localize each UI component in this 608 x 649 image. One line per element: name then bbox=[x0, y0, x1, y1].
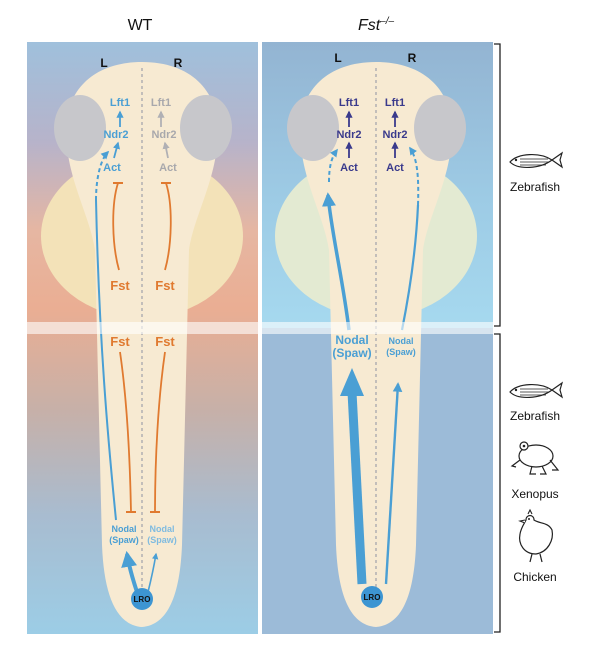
wt-left-act: Act bbox=[103, 162, 121, 174]
fst-lro bbox=[361, 586, 383, 608]
wt-left-eye bbox=[54, 95, 106, 161]
wt-right-ndr2: Ndr2 bbox=[151, 129, 176, 141]
fst-nodal-right-label: Nodal(Spaw) bbox=[386, 336, 416, 357]
fst-left-label: L bbox=[334, 51, 341, 65]
fst-left-eye bbox=[287, 95, 339, 161]
wt-left-lft1: Lft1 bbox=[110, 97, 130, 109]
wt-right-label: R bbox=[174, 56, 183, 70]
fst-right-dashed-arrow bbox=[409, 146, 420, 206]
fst-lro-label: LRO bbox=[364, 593, 381, 602]
chicken-icon bbox=[518, 508, 553, 563]
wt-right-eye bbox=[180, 95, 232, 161]
fst-right-lft1: Lft1 bbox=[385, 97, 405, 109]
species-upper-zebrafish: Zebrafish bbox=[510, 180, 560, 194]
fst-right-label: R bbox=[408, 51, 417, 65]
lower-bracket bbox=[494, 333, 501, 633]
fst-right-ndr2: Ndr2 bbox=[382, 129, 407, 141]
species-lower-zebrafish: Zebrafish bbox=[510, 409, 560, 423]
species-lower-xenopus: Xenopus bbox=[511, 487, 558, 501]
wt-lro-label: LRO bbox=[134, 595, 151, 604]
zebrafish-icon bbox=[509, 151, 564, 169]
wt-right-lft1: Lft1 bbox=[151, 97, 171, 109]
wt-fst-lower-left-inhibition bbox=[119, 351, 132, 513]
wt-fst-lower-right-inhibition bbox=[154, 351, 166, 513]
fst-left-act: Act bbox=[340, 162, 358, 174]
wt-left-nodal-long-arrow bbox=[95, 199, 117, 521]
wt-fst-upper-left-label: Fst bbox=[110, 278, 130, 293]
fst-left-dashed-arrow bbox=[328, 148, 338, 183]
wt-fst-lower-left-label: Fst bbox=[110, 334, 130, 349]
fst-right-act: Act bbox=[386, 162, 404, 174]
fst-lro-to-left-nodal-arrow bbox=[347, 391, 367, 585]
wt-lro-to-left-nodal-arrow bbox=[121, 550, 139, 593]
fst-lro-to-right-nodal-arrow bbox=[384, 382, 403, 585]
species-lower-chicken: Chicken bbox=[513, 570, 556, 584]
fst-left-nodal-long-arrow bbox=[321, 192, 351, 331]
fst-title: Fst–/– bbox=[358, 16, 395, 34]
zebrafish-icon bbox=[509, 381, 564, 399]
fst-right-nodal-long-arrow bbox=[400, 204, 420, 331]
wt-title: WT bbox=[128, 17, 153, 34]
wt-right-act-to-ndr2-arrow bbox=[162, 141, 170, 159]
wt-fst-upper-left-inhibition bbox=[112, 182, 120, 271]
wt-nodal-left-label: Nodal(Spaw) bbox=[109, 524, 139, 545]
wt-nodal-right-label: Nodal(Spaw) bbox=[147, 524, 177, 545]
wt-lro-to-right-nodal-arrow bbox=[147, 552, 159, 593]
frog-icon bbox=[510, 441, 560, 475]
wt-left-dashed-arrow bbox=[95, 150, 110, 201]
fst-right-eye bbox=[414, 95, 466, 161]
fst-panel: Fst–/– L R Lft1 Ndr2 Act Lft1 Ndr2 Act N… bbox=[262, 16, 493, 634]
fst-left-big-arrowhead bbox=[340, 368, 364, 396]
upper-bracket bbox=[494, 43, 501, 327]
wt-fst-lower-right-label: Fst bbox=[155, 334, 175, 349]
wt-left-label: L bbox=[100, 56, 107, 70]
wt-fst-upper-right-label: Fst bbox=[155, 278, 175, 293]
fst-nodal-left-label: Nodal(Spaw) bbox=[332, 333, 371, 360]
wt-fst-upper-right-inhibition bbox=[164, 182, 172, 271]
wt-lro bbox=[131, 588, 153, 610]
wt-left-act-to-ndr2-arrow bbox=[113, 141, 120, 159]
wt-panel: WT L R Lft1 Ndr2 Act Lft1 Ndr2 Act Fst F… bbox=[27, 17, 258, 634]
wt-right-act: Act bbox=[159, 162, 177, 174]
fst-left-lft1: Lft1 bbox=[339, 97, 359, 109]
fst-left-ndr2: Ndr2 bbox=[336, 129, 361, 141]
wt-left-ndr2: Ndr2 bbox=[103, 129, 128, 141]
species-column: Zebrafish Zebrafish Xenopus bbox=[494, 43, 564, 633]
stage-divider bbox=[27, 322, 493, 334]
